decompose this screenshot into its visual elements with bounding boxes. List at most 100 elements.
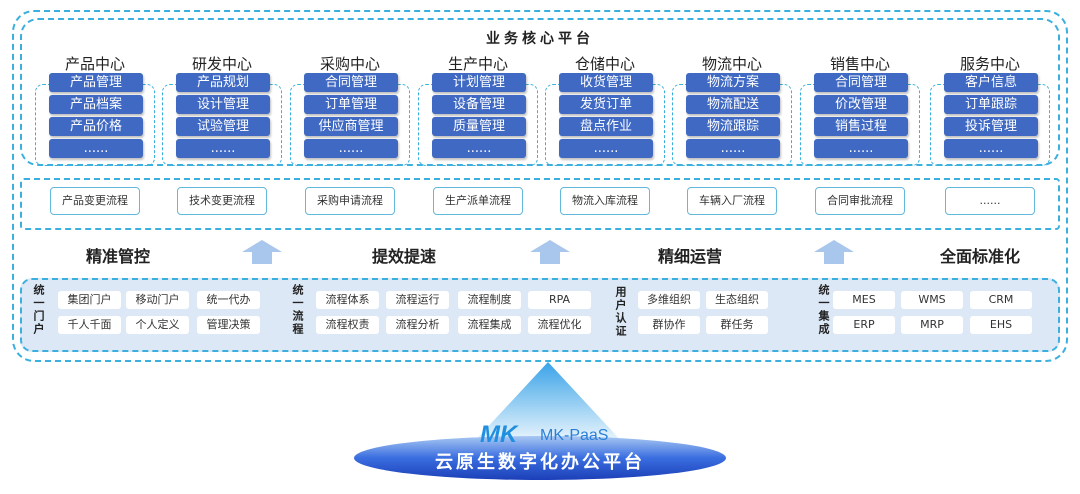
center-item: 价改管理 [814, 95, 908, 114]
up-arrow-icon [814, 240, 854, 264]
center-item: 物流方案 [686, 73, 780, 92]
business-core-panel [20, 18, 1060, 166]
center-item: 收货管理 [559, 73, 653, 92]
center-item: ...... [559, 139, 653, 158]
group-chip: 流程制度 [458, 291, 521, 309]
goal-label: 提效提速 [371, 247, 437, 266]
goal-label: 精准管控 [85, 247, 151, 266]
center-group: 收货管理发货订单盘点作业...... [545, 73, 665, 166]
center-group: 客户信息订单跟踪投诉管理...... [930, 73, 1050, 166]
center-item: 计划管理 [432, 73, 526, 92]
center-group: 产品管理产品档案产品价格...... [35, 73, 155, 166]
center-item: ...... [432, 139, 526, 158]
group-chip: 移动门户 [126, 291, 189, 309]
center-title: 生产中心 [447, 55, 508, 73]
center-group: 合同管理订单管理供应商管理...... [290, 73, 410, 166]
group-chip: RPA [528, 291, 591, 309]
platform-ellipse [354, 436, 726, 480]
center-title: 采购中心 [319, 55, 380, 73]
group-chip: MES [833, 291, 895, 309]
process-item: 技术变更流程 [177, 187, 267, 215]
group-chip: 群协作 [638, 316, 700, 334]
center-item: 设计管理 [176, 95, 270, 114]
center-item: ...... [176, 139, 270, 158]
outer-frame [12, 10, 1068, 362]
process-item: 物流入库流程 [560, 187, 650, 215]
center-column: 服务中心客户信息订单跟踪投诉管理...... [927, 54, 1053, 166]
group-label: 用户认证 [614, 286, 627, 338]
group-chip: 统一代办 [197, 291, 260, 309]
center-item: 合同管理 [304, 73, 398, 92]
group-chip: 多维组织 [638, 291, 700, 309]
center-item: ...... [944, 139, 1038, 158]
group-chip: 集团门户 [58, 291, 121, 309]
core-title: 业务核心平台 [486, 31, 594, 47]
group-label: 统一流程 [291, 284, 304, 336]
center-column: 仓储中心收货管理发货订单盘点作业...... [542, 54, 668, 166]
group-chip: CRM [970, 291, 1032, 309]
center-title: 销售中心 [829, 55, 890, 73]
center-item: 物流配送 [686, 95, 780, 114]
center-title: 产品中心 [64, 55, 125, 73]
center-items: 合同管理价改管理销售过程...... [814, 73, 908, 161]
process-row [20, 178, 1060, 230]
center-group: 合同管理价改管理销售过程...... [800, 73, 920, 166]
center-item: 盘点作业 [559, 117, 653, 136]
center-item: 产品管理 [49, 73, 143, 92]
center-item: ...... [686, 139, 780, 158]
group-chip: 流程权责 [316, 316, 379, 334]
center-items: 产品规划设计管理试验管理...... [176, 73, 270, 161]
group-chip: 生态组织 [706, 291, 768, 309]
center-group: 物流方案物流配送物流跟踪...... [672, 73, 792, 166]
mk-logo-mark: MK [480, 421, 519, 448]
center-item: 发货订单 [559, 95, 653, 114]
center-item: ...... [304, 139, 398, 158]
process-item: ...... [945, 187, 1035, 215]
center-items: 收货管理发货订单盘点作业...... [559, 73, 653, 161]
center-column: 物流中心物流方案物流配送物流跟踪...... [669, 54, 795, 166]
platform-name: 云原生数字化办公平台 [435, 451, 645, 473]
center-item: 产品档案 [49, 95, 143, 114]
up-arrow-icon [242, 240, 282, 264]
center-items: 产品管理产品档案产品价格...... [49, 73, 143, 161]
goal-label: 精细运营 [657, 247, 723, 266]
center-item: 供应商管理 [304, 117, 398, 136]
product-name: MK-PaaS [540, 427, 608, 444]
center-items: 客户信息订单跟踪投诉管理...... [944, 73, 1038, 161]
group-chip: MRP [901, 316, 963, 334]
process-item: 采购申请流程 [305, 187, 395, 215]
center-item: 产品规划 [176, 73, 270, 92]
center-item: 投诉管理 [944, 117, 1038, 136]
group-chip: 个人定义 [126, 316, 189, 334]
group-chip: 群任务 [706, 316, 768, 334]
center-column: 产品中心产品管理产品档案产品价格...... [32, 54, 158, 166]
center-column: 销售中心合同管理价改管理销售过程...... [797, 54, 923, 166]
group-chip: 千人千面 [58, 316, 121, 334]
center-item: 试验管理 [176, 117, 270, 136]
center-item: ...... [814, 139, 908, 158]
group-chip: 流程体系 [316, 291, 379, 309]
goal-label: 全面标准化 [939, 247, 1021, 266]
foundation-panel [20, 278, 1060, 352]
center-item: 合同管理 [814, 73, 908, 92]
group-chip: 流程集成 [458, 316, 521, 334]
group-chip: WMS [901, 291, 963, 309]
center-item: 客户信息 [944, 73, 1038, 92]
group-chip: EHS [970, 316, 1032, 334]
group-label: 统一门户 [32, 284, 45, 336]
center-title: 仓储中心 [574, 55, 635, 73]
center-column: 研发中心产品规划设计管理试验管理...... [159, 54, 285, 166]
group-chip: ERP [833, 316, 895, 334]
process-item: 合同审批流程 [815, 187, 905, 215]
center-title: 物流中心 [701, 55, 762, 73]
group-chip: 流程优化 [528, 316, 591, 334]
center-item: 销售过程 [814, 117, 908, 136]
center-items: 合同管理订单管理供应商管理...... [304, 73, 398, 161]
center-item: 设备管理 [432, 95, 526, 114]
platform-logo: MK MK-PaaS 云原生数字化办公平台 [354, 362, 726, 480]
process-item: 产品变更流程 [50, 187, 140, 215]
center-items: 计划管理设备管理质量管理...... [432, 73, 526, 161]
process-item: 车辆入厂流程 [687, 187, 777, 215]
center-column: 生产中心计划管理设备管理质量管理...... [415, 54, 541, 166]
center-items: 物流方案物流配送物流跟踪...... [686, 73, 780, 161]
